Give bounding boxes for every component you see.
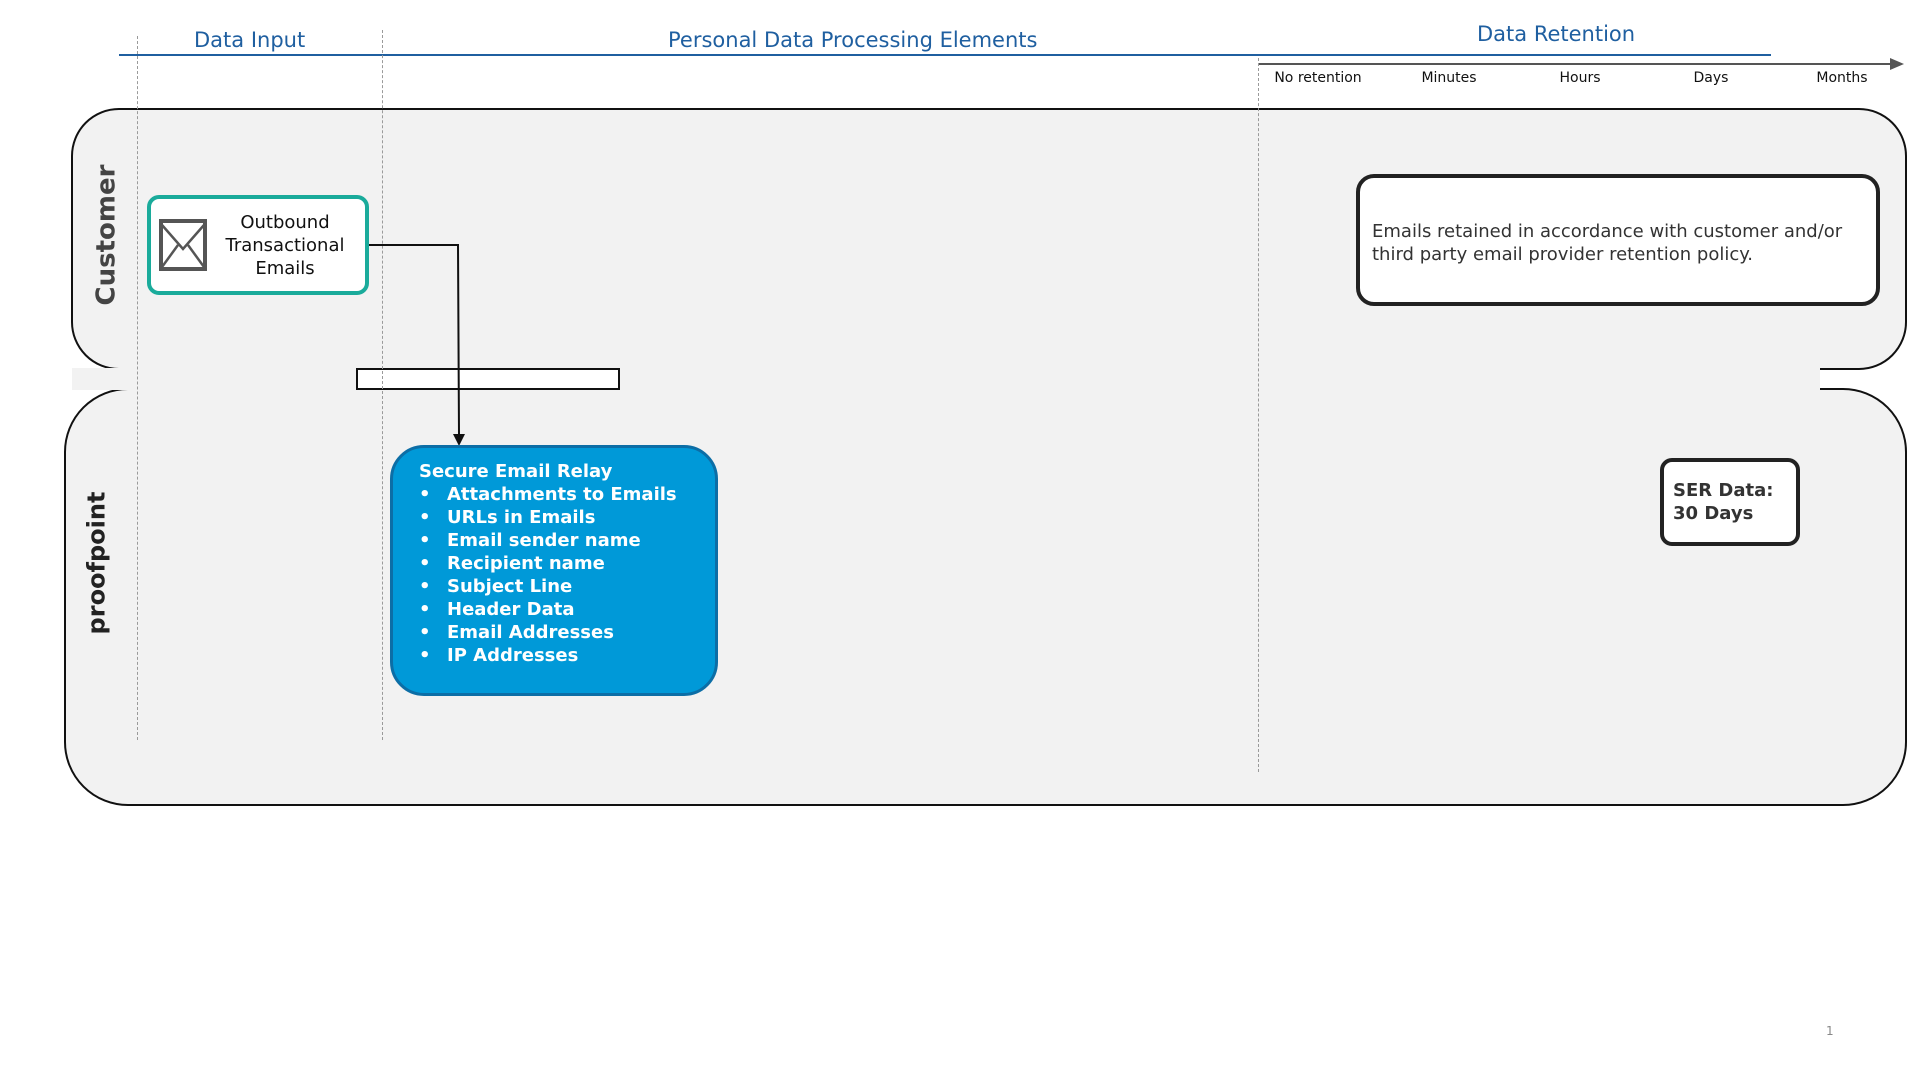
header-rule [119,54,1904,70]
lane-connector-right [618,368,1820,390]
flow-arrow-head [453,434,465,446]
customer-retention-text: Emails retained in accordance with custo… [1372,221,1843,265]
column-divider-input [137,36,138,740]
scale-tick-no-retention: No retention [1274,70,1362,86]
email-node-line-1: Outbound [240,211,330,233]
ser-retention-box: SER Data: 30 Days [1660,458,1800,546]
scale-tick-months: Months [1816,70,1868,86]
proofpoint-lane [64,388,1907,806]
column-divider-retention [1258,58,1259,772]
ser-retention-line-1: SER Data: [1673,480,1774,501]
ser-item: Header Data [419,598,715,621]
ser-item: IP Addresses [419,644,715,667]
proofpoint-lane-label: proofpoint [82,491,111,635]
scale-tick-days: Days [1693,70,1729,86]
customer-retention-box: Emails retained in accordance with custo… [1356,174,1880,306]
page-number: 1 [1826,1024,1834,1038]
ser-item: Attachments to Emails [419,483,715,506]
outbound-email-node: Outbound Transactional Emails [147,195,369,295]
ser-item: Recipient name [419,552,715,575]
retention-header: Data Retention [1477,22,1636,46]
ser-item: URLs in Emails [419,506,715,529]
ser-item: Subject Line [419,575,715,598]
flow-connector [369,244,465,446]
scale-tick-minutes: Minutes [1421,70,1477,86]
scale-tick-hours: Hours [1559,70,1601,86]
email-node-line-2: Transactional [225,234,345,256]
envelope-icon [159,219,207,271]
email-node-line-3: Emails [255,257,315,279]
ser-title: Secure Email Relay [419,461,613,482]
ser-retention-line-2: 30 Days [1673,503,1754,524]
data-input-header: Data Input [194,28,306,52]
ser-item: Email Addresses [419,621,715,644]
retention-arrow-head [1890,58,1904,70]
column-divider-processing [382,30,383,740]
processing-header: Personal Data Processing Elements [668,28,1038,52]
ser-item: Email sender name [419,529,715,552]
secure-email-relay-node: Secure Email Relay Attachments to Emails… [390,445,718,696]
lane-connector-left [72,368,358,390]
ser-item-list: Attachments to Emails URLs in Emails Ema… [419,483,715,667]
